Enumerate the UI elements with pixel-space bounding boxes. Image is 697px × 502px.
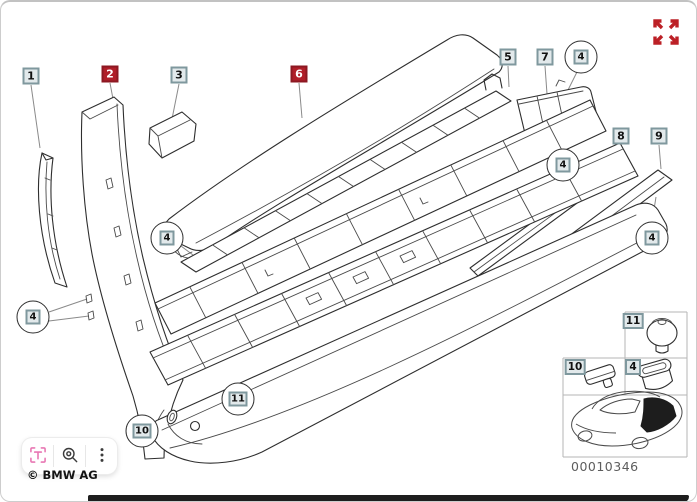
toolbar-divider [85,445,86,467]
part-label-5[interactable]: 5 [499,48,517,66]
part-label-9[interactable]: 9 [650,127,668,145]
part-label-4[interactable]: 4 [564,40,598,74]
fastener-10-drawing [584,364,616,389]
expand-button[interactable] [645,12,687,54]
part-label-7[interactable]: 7 [536,48,554,66]
part-label-10[interactable]: 10 [125,414,159,448]
part-label-4[interactable]: 4 [635,221,669,255]
text-select-icon [28,445,48,468]
part-label-2-highlighted[interactable]: 2 [101,65,119,83]
copyright-text: © BMW AG [27,468,98,482]
part-label-11[interactable]: 11 [221,382,255,416]
part-label-4[interactable]: 4 [16,300,50,334]
inset-label-11[interactable]: 11 [622,313,644,329]
main-trim-panel-drawing [149,142,639,386]
kebab-menu-icon [92,445,112,468]
inset-label-10[interactable]: 10 [564,359,586,375]
part-label-3[interactable]: 3 [170,66,188,84]
expand-arrows-icon [649,15,683,52]
text-capture-button[interactable] [22,438,53,474]
toolbar-divider [53,445,54,467]
diagram-number: 00010346 [571,459,639,474]
part-5-drawing [180,73,512,273]
part-label-1[interactable]: 1 [22,67,40,85]
part-label-8[interactable]: 8 [612,127,630,145]
part-label-6-highlighted[interactable]: 6 [290,65,308,83]
floating-toolbar [22,438,117,474]
part-3-drawing [148,111,197,159]
part-label-4[interactable]: 4 [546,148,580,182]
fastener-11-drawing [646,318,678,354]
car-locator-drawing [571,390,683,450]
magnifier-icon [60,445,80,468]
carrier-panel-drawing [154,99,607,335]
inset-label-4[interactable]: 4 [625,359,641,375]
inset-table-grid [562,311,688,458]
fastener-4-drawing [637,358,674,390]
part-1-drawing [37,152,68,288]
bottom-edge-bar [88,495,689,502]
more-options-button[interactable] [86,438,117,474]
part-label-4[interactable]: 4 [150,221,184,255]
zoom-search-button[interactable] [54,438,85,474]
